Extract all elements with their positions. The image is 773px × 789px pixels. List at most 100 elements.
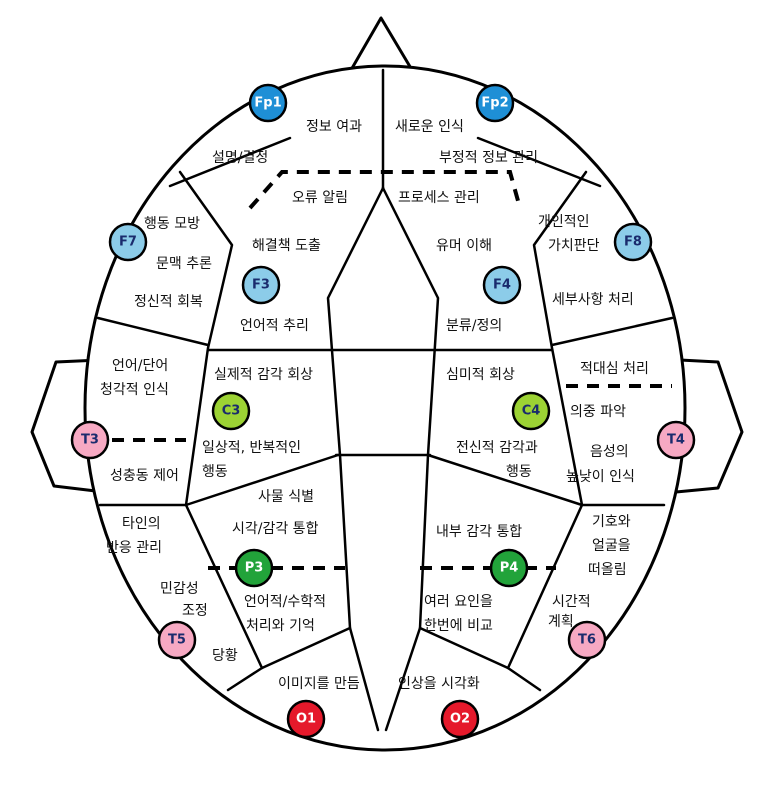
label-t4-tone-1: 음성의 [590,444,629,460]
label-c3-daily-1: 일상적, 반복적인 [202,440,301,456]
electrode-f4-circle [482,265,522,305]
electrode-fp1-circle [248,83,288,123]
label-p3-object: 사물 식별 [258,489,314,505]
electrode-p4: P4 [489,548,529,588]
label-f8-personal-value-1: 개인적인 [538,214,590,230]
electrode-f7-label: F7 [119,235,137,250]
electrode-t3-label: T3 [81,433,99,448]
label-f8-detail: 세부사항 처리 [552,292,634,308]
electrode-f7: F7 [108,222,148,262]
electrode-f3-label: F3 [252,278,270,293]
label-t5-sensitivity-1: 민감성 [160,581,199,597]
electrode-f8: F8 [613,222,653,262]
label-t4-tone-2: 높낮이 인식 [566,469,635,485]
electrode-f4: F4 [482,265,522,305]
label-t6-time-1: 시간적 [552,594,591,610]
electrode-c4-label: C4 [522,404,541,419]
electrode-nodes: Fp1 Fp2 F7 F8 F3 F4 T3 T4 [70,83,696,739]
label-f3-verbal-reasoning: 언어적 추리 [240,318,309,334]
label-fp2-negative-info: 부정적 정보 관리 [439,150,538,166]
label-t3-impulse: 성충동 제어 [110,468,179,484]
label-t5-others-2: 반응 관리 [106,540,162,556]
label-error-alert: 오류 알림 [292,190,348,206]
label-t5-confusion: 당황 [212,648,238,664]
electrode-o1-circle [286,699,326,739]
label-f4-classify: 분류/정의 [446,318,502,334]
electrode-o1: O1 [286,699,326,739]
label-c4-aesthetic-recall: 심미적 회상 [446,367,515,383]
electrode-f3: F3 [241,265,281,305]
electrode-fp2: Fp2 [475,83,515,123]
label-fp1-explain-decide: 설명/결정 [212,150,268,166]
label-t5-others-1: 타인의 [122,516,161,532]
electrode-t5: T5 [157,620,197,660]
electrode-t6-circle [567,620,607,660]
electrode-o2: O2 [440,699,480,739]
electrode-t4-circle [656,420,696,460]
label-f4-humor: 유머 이해 [436,238,492,254]
region-lines [96,68,674,732]
label-t6-taste-2: 얼굴을 [592,538,631,554]
label-c3-daily-2: 행동 [202,464,228,480]
electrode-t6: T6 [567,620,607,660]
electrode-c3-circle [211,391,251,431]
label-c3-sensory-recall: 실제적 감각 회상 [214,367,313,383]
label-t3-auditory: 청각적 인식 [100,382,169,398]
electrode-fp1-label: Fp1 [254,96,281,111]
label-p3-verbal-math-1: 언어적/수학적 [244,594,326,610]
electrode-p4-circle [489,548,529,588]
electrode-t4: T4 [656,420,696,460]
electrode-p3-label: P3 [245,561,264,576]
electrode-f7-circle [108,222,148,262]
label-fp2-new-recognition: 새로운 인식 [395,119,464,135]
head-outline [83,64,687,752]
label-p4-compare-2: 한번에 비교 [424,618,493,634]
label-o2-impression: 인상을 시각화 [398,676,480,692]
label-p4-compare-1: 여러 요인을 [424,594,493,610]
dashed-lines [112,170,672,570]
electrode-fp2-label: Fp2 [481,96,508,111]
electrode-f3-circle [241,265,281,305]
label-t4-hostility: 적대심 처리 [580,361,649,377]
label-f7-context-reasoning: 문맥 추론 [156,256,212,272]
label-f3-solution: 해결책 도출 [252,238,321,254]
label-f7-mental-recovery: 정신적 회복 [134,294,203,310]
electrode-t5-label: T5 [168,633,186,648]
label-f7-behavior-imitation: 행동 모방 [144,216,200,232]
electrode-t6-label: T6 [578,633,596,648]
electrode-t4-label: T4 [667,433,685,448]
electrode-t3: T3 [70,420,110,460]
electrode-t3-circle [70,420,110,460]
label-p3-verbal-math-2: 처리와 기억 [246,618,315,634]
electrode-f8-label: F8 [624,235,642,250]
label-c4-whole-body-2: 행동 [506,464,532,480]
region-labels: 정보 여과 새로운 인식 설명/결정 부정적 정보 관리 오류 알림 프로세스 … [100,119,649,692]
label-c4-whole-body-1: 전신적 감각과 [456,440,538,456]
label-p3-integration: 시각/감각 통합 [232,521,319,537]
label-fp1-info-filter: 정보 여과 [306,119,362,135]
label-f8-personal-value-2: 가치판단 [548,238,600,254]
label-t3-language: 언어/단어 [112,358,168,374]
label-t4-intent: 의중 파악 [570,404,626,420]
electrode-fp2-circle [475,83,515,123]
electrode-f8-circle [613,222,653,262]
label-t6-taste-1: 기호와 [592,514,631,530]
electrode-o2-circle [440,699,480,739]
label-t5-sensitivity-2: 조정 [182,603,208,619]
electrode-p3: P3 [234,548,274,588]
label-t6-taste-3: 떠올림 [588,562,627,578]
electrode-c3-label: C3 [222,404,241,419]
label-process-manage: 프로세스 관리 [398,190,480,206]
electrode-fp1: Fp1 [248,83,288,123]
electrode-p3-circle [234,548,274,588]
electrode-f4-label: F4 [493,278,511,293]
electrode-c4-circle [511,391,551,431]
label-p4-internal: 내부 감각 통합 [436,524,522,540]
label-o1-image: 이미지를 만듬 [278,676,360,692]
electrode-t5-circle [157,620,197,660]
nose-triangle [349,16,414,72]
electrode-o2-label: O2 [450,712,470,727]
electrode-c4: C4 [511,391,551,431]
